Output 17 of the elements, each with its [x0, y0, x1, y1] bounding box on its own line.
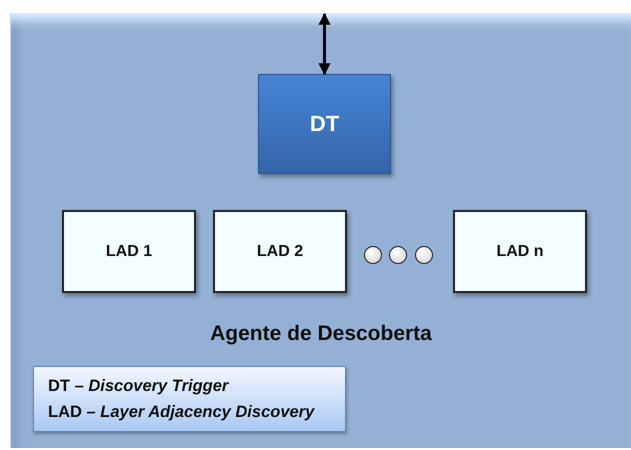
- module-box: [213, 210, 347, 293]
- panel-title: Agente de Descoberta: [209, 322, 433, 346]
- abbreviation-note: DT – Discovery Trigger: [48, 376, 230, 397]
- module-box: [453, 210, 587, 293]
- box-label: LAD 2: [256, 242, 304, 260]
- trigger-box: [258, 74, 391, 174]
- ellipsis-dot: [364, 246, 382, 264]
- ellipsis-dot: [415, 246, 433, 264]
- module-box: [62, 210, 196, 293]
- box-label: LAD 1: [106, 242, 152, 260]
- double-arrow: [318, 12, 330, 76]
- key-box: [33, 366, 346, 432]
- ellipsis-dot: [389, 246, 407, 264]
- box-label: DT: [310, 111, 340, 137]
- abbreviation-note: LAD – Layer Adjacency Discovery: [48, 402, 316, 423]
- box-label: LAD n: [496, 242, 544, 260]
- agent-panel: [10, 13, 631, 448]
